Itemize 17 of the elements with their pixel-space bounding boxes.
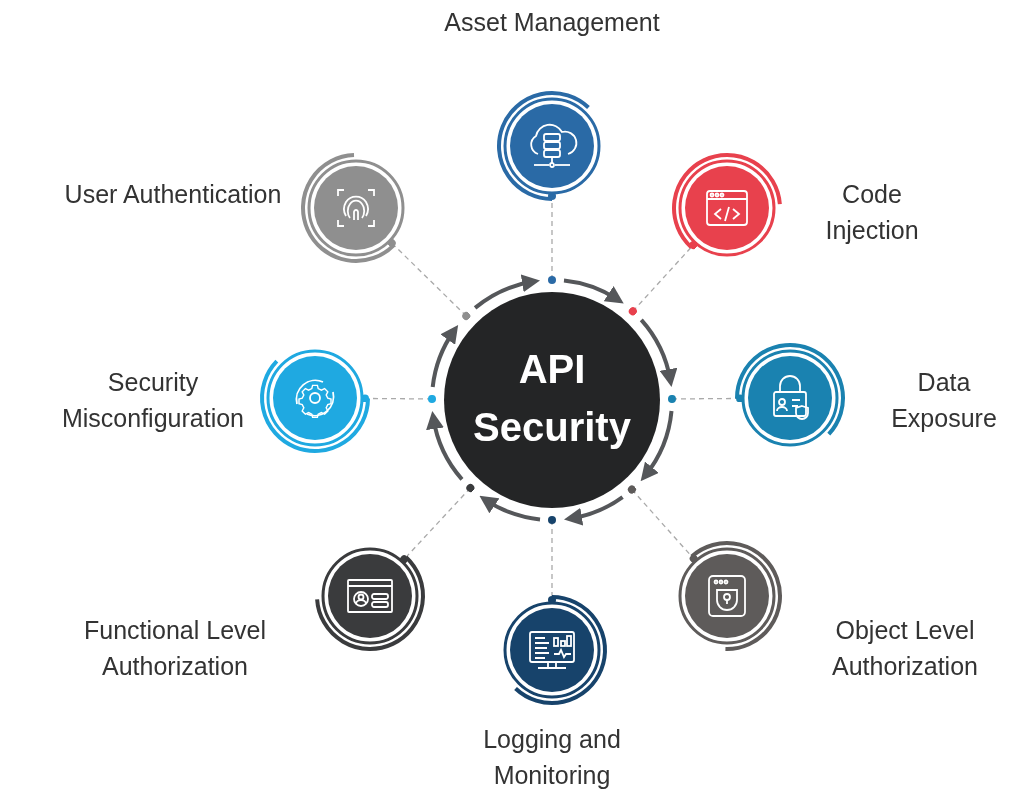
- dashed-connector: [548, 192, 556, 284]
- node-label: User Authentication: [63, 179, 283, 210]
- node-label: Object Level Authorization: [831, 615, 979, 682]
- dashed-connector: [627, 485, 698, 563]
- dashed-connector: [668, 394, 744, 403]
- node-label: Code Injection: [824, 179, 920, 246]
- dashed-connector: [628, 240, 698, 316]
- dashed-connector: [361, 394, 436, 403]
- node-label: Data Exposure: [890, 367, 998, 434]
- dashed-connector: [400, 483, 475, 564]
- dashed-connector: [548, 516, 556, 604]
- dashed-connector: [387, 239, 471, 321]
- node-label: Functional Level Authorization: [82, 615, 268, 682]
- node-label: Security Misconfiguration: [61, 367, 245, 434]
- node-label: Asset Management: [443, 7, 661, 38]
- node-label: Logging and Monitoring: [482, 724, 622, 791]
- center-title: API Security: [472, 346, 632, 451]
